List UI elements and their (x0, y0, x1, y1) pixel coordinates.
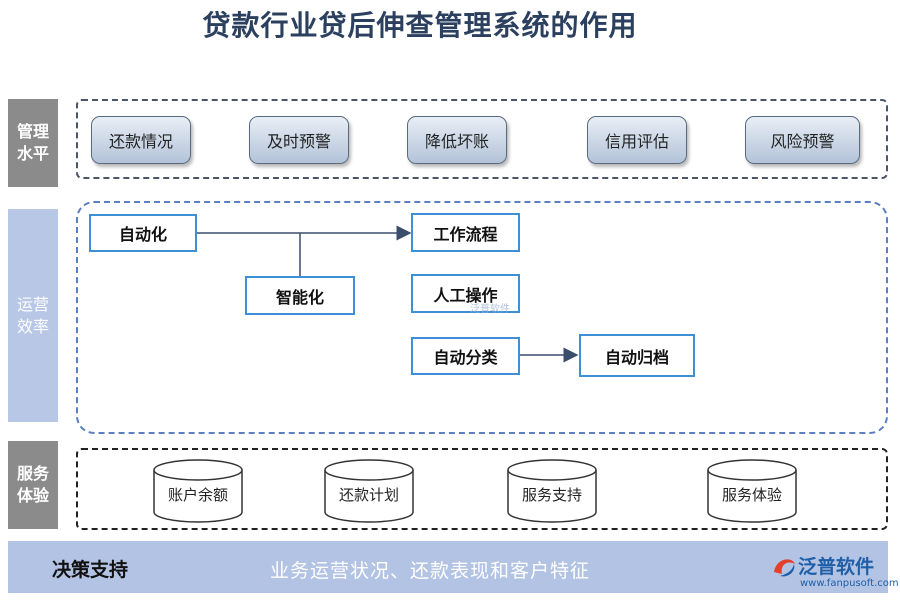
section-label-management: 管理 水平 (8, 99, 58, 187)
node-intelligence: 智能化 (245, 276, 355, 315)
service-item-repayment-plan: 还款计划 (324, 458, 414, 524)
watermark-text: 泛普软件 (470, 304, 510, 315)
cylinder-icon (507, 459, 597, 523)
management-item-timely-warning: 及时预警 (249, 116, 349, 164)
service-item-label: 还款计划 (338, 486, 399, 504)
management-item-credit-assessment: 信用评估 (587, 116, 687, 164)
management-item-reduce-bad-debt: 降低坏账 (407, 116, 507, 164)
service-item-service-experience: 服务体验 (707, 458, 797, 524)
service-frame (76, 448, 888, 530)
decision-support-label: 决策支持 (52, 559, 129, 581)
service-item-label: 服务体验 (721, 486, 782, 504)
node-workflow: 工作流程 (411, 213, 520, 252)
cylinder-icon (707, 459, 797, 523)
management-item-risk-warning: 风险预警 (745, 116, 860, 164)
service-item-label: 服务支持 (521, 486, 582, 504)
node-automation: 自动化 (89, 214, 197, 252)
decision-support-text: 业务运营状况、还款表现和客户特征 (270, 560, 591, 582)
logo-name: 泛普软件 (798, 556, 875, 578)
service-item-account-balance: 账户余额 (153, 458, 243, 524)
cylinder-icon (324, 459, 414, 523)
section-label-efficiency: 运营 效率 (8, 209, 58, 422)
service-item-service-support: 服务支持 (507, 458, 597, 524)
management-item-repayment: 还款情况 (91, 116, 191, 164)
management-frame (76, 99, 888, 179)
decision-support-bar: 决策支持 业务运营状况、还款表现和客户特征 (8, 541, 888, 593)
logo-swirl-icon (774, 559, 795, 577)
node-auto-archive: 自动归档 (579, 334, 695, 377)
diagram-title: 贷款行业贷后伸查管理系统的作用 (202, 9, 638, 42)
service-item-label: 账户余额 (167, 486, 228, 504)
logo-url: www.fanpusoft.com (800, 578, 899, 589)
node-auto-classify: 自动分类 (411, 337, 520, 375)
cylinder-icon (153, 459, 243, 523)
brand-logo: 泛普软件 www.fanpusoft.com (770, 552, 899, 596)
efficiency-frame (76, 201, 888, 434)
node-manual-operation: 人工操作 (411, 274, 520, 313)
section-label-service: 服务 体验 (8, 441, 58, 529)
